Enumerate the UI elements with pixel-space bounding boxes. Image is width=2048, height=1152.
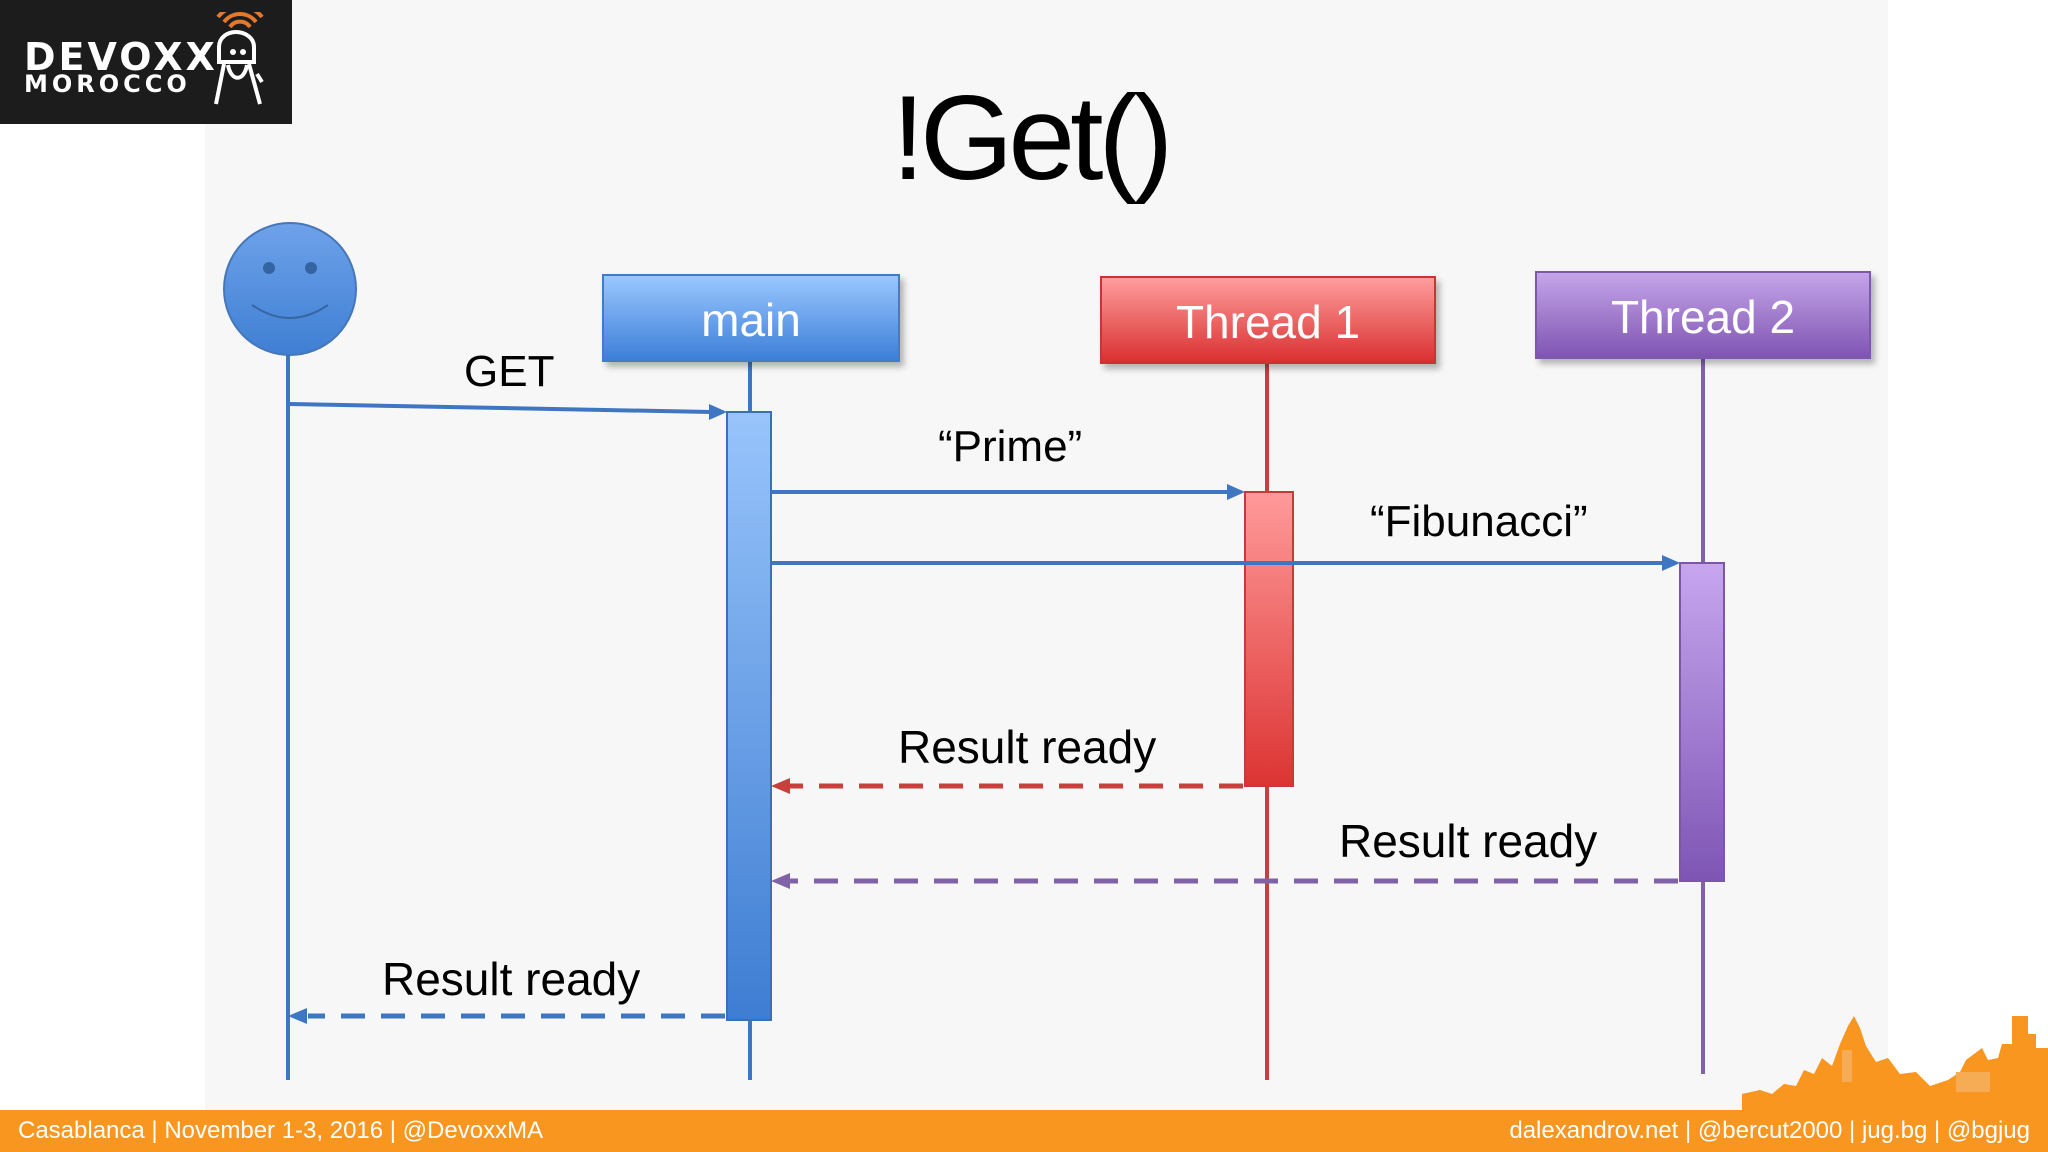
participant-main: main xyxy=(602,274,900,362)
participant-thread-2: Thread 2 xyxy=(1535,271,1871,359)
chef-with-signal-icon xyxy=(214,12,264,105)
participant-thread-1: Thread 1 xyxy=(1100,276,1436,364)
thread2-result-label: Result ready xyxy=(1339,815,1598,867)
main-activation-bar xyxy=(726,411,772,1021)
get-message-label: GET xyxy=(464,347,555,396)
footer-bar: Casablanca | November 1-3, 2016 | @Devox… xyxy=(0,1110,2048,1152)
get-message-arrow xyxy=(289,402,727,420)
main-result-arrow xyxy=(288,1008,725,1024)
thread2-activation-bar xyxy=(1679,562,1725,882)
slide-title: !Get() xyxy=(891,71,1174,205)
city-skyline-icon xyxy=(1742,1016,2048,1112)
devoxx-morocco-logo: DEVOXX MOROCCO xyxy=(0,0,292,124)
footer-event-info: Casablanca | November 1-3, 2016 | @Devox… xyxy=(18,1117,544,1144)
thread1-activation-bar xyxy=(1244,491,1294,787)
fibonacci-message-label: “Fibunacci” xyxy=(1370,497,1588,546)
footer-speaker-links: dalexandrov.net | @bercut2000 | jug.bg |… xyxy=(1509,1117,2030,1144)
actor-icon xyxy=(223,222,357,356)
thread1-result-label: Result ready xyxy=(898,721,1157,773)
thread1-result-arrow xyxy=(771,778,1243,794)
main-result-label: Result ready xyxy=(382,953,641,1005)
logo-line-devoxx: DEVOXX xyxy=(24,35,218,79)
prime-message-label: “Prime” xyxy=(938,422,1083,471)
prime-message-arrow xyxy=(771,484,1245,500)
logo-line-morocco: MOROCCO xyxy=(24,70,191,98)
fibonacci-message-arrow xyxy=(771,555,1680,571)
slide-content-background xyxy=(205,0,1888,1110)
thread2-result-arrow xyxy=(771,873,1678,889)
